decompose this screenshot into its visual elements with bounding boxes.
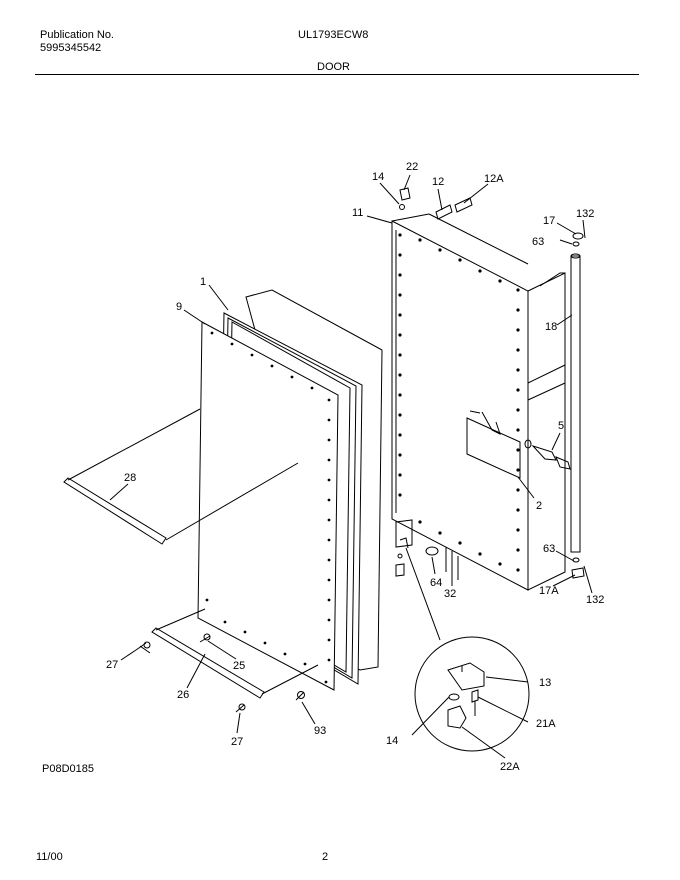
callout-13: 13 (539, 677, 551, 689)
callout-26: 26 (177, 689, 189, 701)
callout-28: 28 (124, 472, 136, 484)
top-cap-part (399, 187, 411, 201)
inner-liner-panel (197, 321, 339, 691)
callout-32: 32 (444, 588, 456, 600)
outer-door-panel (391, 213, 566, 591)
callout-12: 12 (432, 176, 444, 188)
callout-14-top: 14 (372, 171, 384, 183)
callout-22a: 22A (500, 761, 520, 773)
callout-64: 64 (430, 577, 442, 589)
publication-number: 5995345542 (40, 42, 102, 54)
header-rule (35, 74, 639, 75)
top-washer-part (399, 204, 405, 210)
callout-5: 5 (558, 420, 564, 432)
callout-21a: 21A (536, 718, 556, 730)
callout-17a: 17A (539, 585, 559, 597)
callout-2: 2 (536, 500, 542, 512)
leader-lines (109, 174, 593, 734)
bottom-hinge-hardware (395, 519, 459, 580)
page-number: 2 (322, 851, 329, 863)
footer-date: 11/00 (36, 851, 63, 863)
callout-132-top: 132 (576, 208, 594, 220)
callout-93: 93 (314, 725, 326, 737)
callout-63-top: 63 (532, 236, 544, 248)
hinge-pin-assembly (570, 232, 585, 579)
callout-27-lower: 27 (231, 736, 243, 748)
screws-group (135, 633, 305, 713)
figure-code: P08D0185 (42, 763, 94, 775)
callout-27-upper: 27 (106, 659, 118, 671)
callout-63-bottom: 63 (543, 543, 555, 555)
callout-labels: 1 9 28 27 25 26 27 93 14 22 12 12A 11 17… (106, 161, 604, 773)
callout-12a: 12A (484, 173, 504, 185)
callout-22: 22 (406, 161, 418, 173)
trim-strip-26 (151, 608, 319, 699)
callout-132-bottom: 132 (586, 594, 604, 606)
pad-12-part (435, 204, 453, 220)
callout-17: 17 (543, 215, 555, 227)
pad-12a-part (454, 197, 473, 213)
callout-25: 25 (233, 660, 245, 672)
callout-1: 1 (200, 276, 206, 288)
callout-14-detail: 14 (386, 735, 398, 747)
callout-9: 9 (176, 301, 182, 313)
publication-label: Publication No. (40, 29, 114, 41)
callout-11: 11 (352, 207, 363, 219)
door-handle-assembly (466, 410, 571, 479)
callout-18: 18 (545, 321, 557, 333)
trim-strip-28 (63, 408, 299, 545)
hinge-detail-circle (411, 636, 530, 759)
section-title: DOOR (317, 61, 350, 73)
model-number: UL1793ECW8 (298, 29, 369, 41)
